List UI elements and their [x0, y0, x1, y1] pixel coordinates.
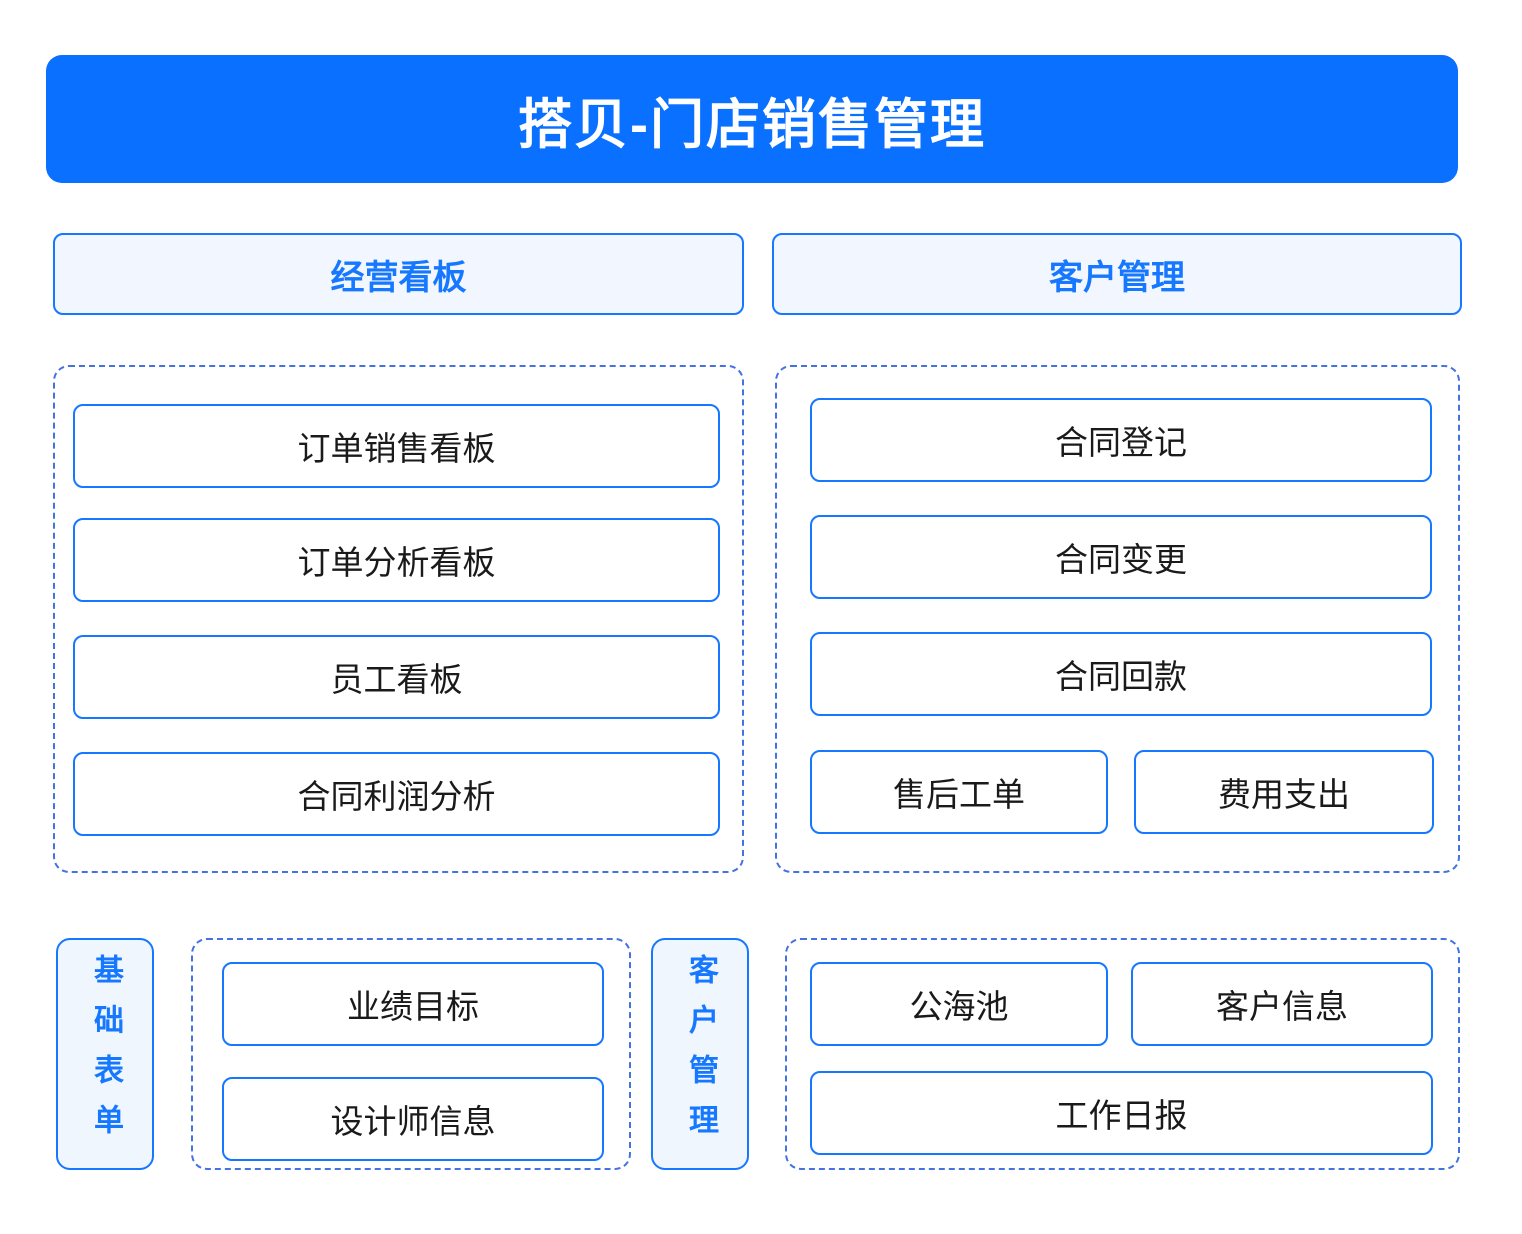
vertical-label-basic-forms: 基础表单: [56, 938, 154, 1170]
node-expense-outlay: 费用支出: [1134, 750, 1434, 834]
node-public-sea-pool: 公海池: [810, 962, 1108, 1046]
node-after-sales-ticket: 售后工单: [810, 750, 1108, 834]
section-header-business-dashboard: 经营看板: [53, 233, 744, 315]
node-contract-change: 合同变更: [810, 515, 1432, 599]
title-banner: 搭贝-门店销售管理: [46, 55, 1458, 183]
node-contract-registration: 合同登记: [810, 398, 1432, 482]
section-header-customer-management: 客户管理: [772, 233, 1462, 315]
page-title: 搭贝-门店销售管理: [518, 94, 986, 155]
node-contract-payment: 合同回款: [810, 632, 1432, 716]
vertical-label-customer-management-text: 客户管理: [684, 954, 717, 1154]
section-header-business-dashboard-label: 经营看板: [330, 258, 467, 297]
group-customer-management-bottom: [785, 938, 1460, 1170]
node-employee-dashboard: 员工看板: [73, 635, 720, 719]
node-customer-info: 客户信息: [1131, 962, 1433, 1046]
node-contract-profit-analysis: 合同利润分析: [73, 752, 720, 836]
group-basic-forms: [191, 938, 631, 1170]
group-business-dashboard: [53, 365, 744, 873]
node-order-sales-dashboard: 订单销售看板: [73, 404, 720, 488]
group-customer-management: [775, 365, 1460, 873]
node-order-analysis-dashboard: 订单分析看板: [73, 518, 720, 602]
node-performance-target: 业绩目标: [222, 962, 604, 1046]
vertical-label-customer-management: 客户管理: [651, 938, 749, 1170]
node-work-daily-report: 工作日报: [810, 1071, 1433, 1155]
node-designer-info: 设计师信息: [222, 1077, 604, 1161]
vertical-label-basic-forms-text: 基础表单: [89, 954, 122, 1154]
section-header-customer-management-label: 客户管理: [1049, 258, 1185, 297]
